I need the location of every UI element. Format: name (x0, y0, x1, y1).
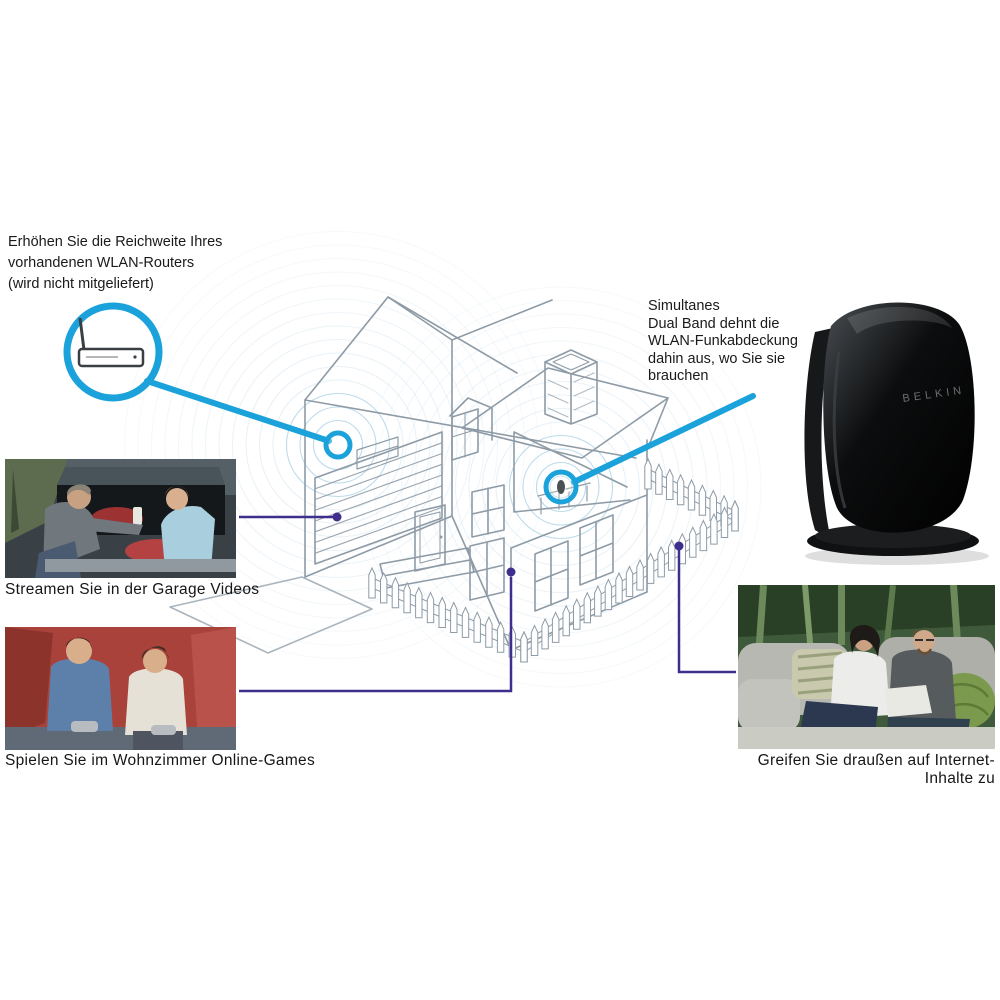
annotation-dual-band: Simultanes Dual Band dehnt die WLAN-Funk… (648, 298, 798, 386)
living-room-point-dot (506, 567, 516, 577)
photo-outdoor-internet (738, 585, 995, 749)
annotation-line: WLAN-Funkabdeckung (648, 333, 798, 349)
caption-living-room: Spielen Sie im Wohnzimmer Online-Games (5, 752, 316, 769)
belkin-extender-product: BELKIN (804, 302, 989, 565)
caption-outdoor: Greifen Sie draußen auf Internet-Inhalte… (757, 752, 995, 787)
annotation-line: (wird nicht mitgeliefert) (8, 276, 154, 292)
photo-garage-video-streaming (5, 459, 236, 578)
annotation-line: vorhandenen WLAN-Routers (8, 255, 195, 271)
annotation-line: Erhöhen Sie die Reichweite Ihres (8, 234, 223, 250)
product-body (823, 302, 975, 533)
product-side-fin (804, 328, 833, 540)
annotation-line: dahin aus, wo Sie sie (648, 350, 786, 367)
caption-garage: Streamen Sie in der Garage Videos (5, 581, 260, 598)
annotation-line: brauchen (648, 368, 709, 384)
garage-point-dot (332, 512, 342, 522)
extender-glyph-icon (557, 480, 565, 494)
annotation-line: Simultanes (648, 298, 720, 314)
photo-livingroom-gaming (5, 627, 236, 750)
annotation-line: Dual Band dehnt die (648, 315, 780, 332)
house-illustration (169, 296, 669, 654)
wifi-ripples (123, 230, 762, 688)
picket-fence (368, 457, 739, 663)
outdoor-point-dot (674, 541, 684, 551)
annotation-extend-router: Erhöhen Sie die Reichweite Ihres vorhand… (8, 232, 222, 295)
router-glyph-icon (77, 317, 145, 368)
wifi-hotspot-ring-icon (323, 430, 353, 460)
wlan-router-icon (63, 302, 163, 402)
photo-connector-lines (239, 512, 736, 693)
